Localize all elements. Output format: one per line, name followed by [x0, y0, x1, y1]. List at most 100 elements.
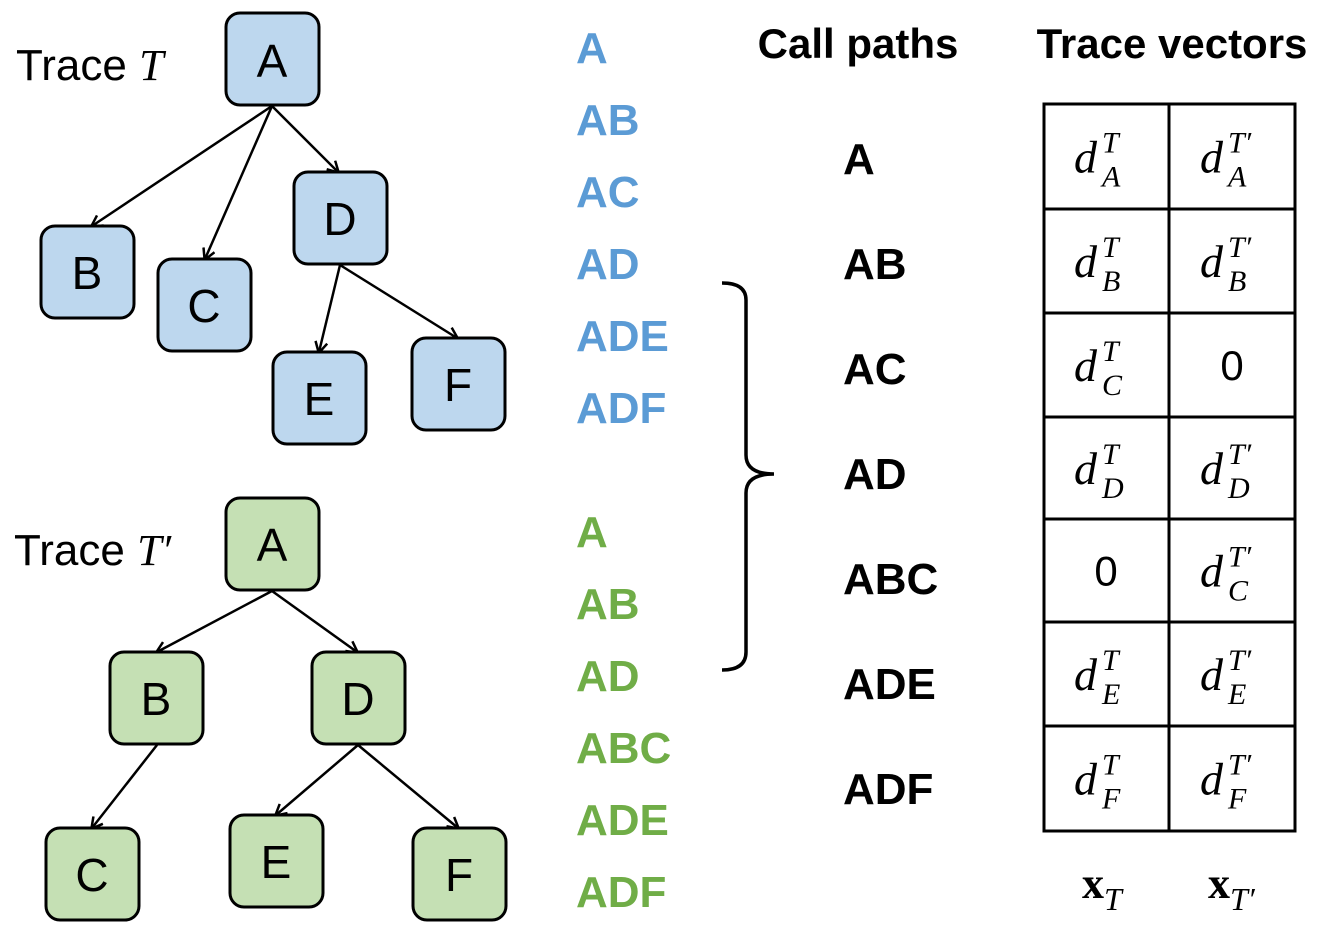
- trace-t-prime-node-f: F: [411, 826, 508, 922]
- path-item: ADF: [576, 384, 666, 433]
- svg-text:d: d: [1200, 754, 1224, 805]
- trace-t-path-list: A AB AC AD ADE ADF: [576, 24, 669, 433]
- call-path-item: AD: [843, 450, 907, 499]
- path-item: ADF: [576, 868, 666, 917]
- svg-text:F: F: [445, 849, 473, 901]
- path-item: ABC: [576, 724, 671, 773]
- vector-labels: xT xT′: [1082, 859, 1256, 917]
- svg-text:T′: T′: [1228, 438, 1252, 471]
- svg-text:D: D: [1101, 472, 1124, 505]
- svg-text:D: D: [323, 193, 356, 245]
- path-item: AD: [576, 652, 640, 701]
- svg-text:F: F: [1101, 783, 1121, 816]
- trace-t-prime-label: Trace T′: [14, 526, 173, 575]
- edge-d-f: [339, 263, 457, 338]
- svg-text:D: D: [341, 673, 374, 725]
- svg-text:T′: T′: [1228, 231, 1252, 264]
- trace-vector-label: xT′: [1208, 859, 1256, 917]
- svg-text:A: A: [257, 35, 288, 87]
- trace-vectors-header: Trace vectors: [1037, 20, 1308, 67]
- call-path-item: ADE: [843, 660, 936, 709]
- svg-text:D: D: [1227, 472, 1250, 505]
- svg-text:C: C: [187, 280, 220, 332]
- trace-t-node-d: D: [292, 170, 389, 266]
- table-cell-zero: 0: [1094, 548, 1117, 595]
- svg-text:T′: T′: [1228, 127, 1252, 160]
- edge-d-e-prime: [276, 744, 359, 815]
- call-path-item: AB: [843, 240, 907, 289]
- call-paths-column: A AB AC AD ABC ADE ADF: [843, 135, 938, 814]
- edge-d-f-prime: [357, 744, 458, 828]
- trace-t-prime-node-a: A: [224, 496, 321, 592]
- trace-vector-label: xT: [1082, 859, 1124, 917]
- table-cell-zero: 0: [1220, 342, 1243, 389]
- path-item: AB: [576, 96, 640, 145]
- svg-text:T: T: [1102, 644, 1121, 677]
- trace-t-label: Trace T: [16, 41, 167, 90]
- svg-text:d: d: [1074, 649, 1098, 700]
- svg-text:A: A: [1226, 161, 1247, 194]
- svg-text:T′: T′: [1228, 644, 1252, 677]
- svg-text:E: E: [304, 373, 335, 425]
- svg-text:d: d: [1074, 340, 1098, 391]
- call-path-item: A: [843, 135, 875, 184]
- trace-t-prime-path-list: A AB AD ABC ADE ADF: [576, 508, 671, 917]
- svg-text:E: E: [261, 836, 292, 888]
- svg-text:F: F: [444, 359, 472, 411]
- svg-text:T: T: [1102, 749, 1121, 782]
- path-item: AB: [576, 580, 640, 629]
- trace-t-node-e: E: [271, 350, 368, 446]
- trace-t-prime-edges: [92, 589, 458, 828]
- trace-t-prime-node-e: E: [228, 813, 325, 909]
- trace-t-prime-node-d: D: [310, 650, 407, 746]
- path-item: ADE: [576, 312, 669, 361]
- trace-t-nodes: A B C D E F: [39, 11, 507, 446]
- svg-text:T: T: [1102, 231, 1121, 264]
- path-item: A: [576, 508, 608, 557]
- merge-brace: [721, 281, 775, 672]
- trace-t-node-a: A: [224, 11, 321, 107]
- svg-text:d: d: [1074, 236, 1098, 287]
- edge-a-d-prime: [271, 589, 357, 652]
- call-path-item: ABC: [843, 555, 938, 604]
- call-path-item: AC: [843, 345, 907, 394]
- trace-t-prime-nodes: A B D C E F: [44, 496, 508, 922]
- svg-text:d: d: [1074, 754, 1098, 805]
- svg-text:T′: T′: [1228, 749, 1252, 782]
- path-item: ADE: [576, 796, 669, 845]
- svg-text:T: T: [1102, 335, 1121, 368]
- svg-text:T′: T′: [1228, 541, 1252, 574]
- svg-text:B: B: [1228, 265, 1246, 298]
- svg-text:C: C: [1228, 575, 1249, 608]
- svg-text:B: B: [72, 247, 103, 299]
- svg-text:F: F: [1227, 783, 1247, 816]
- svg-text:E: E: [1101, 678, 1120, 711]
- svg-text:A: A: [1100, 161, 1121, 194]
- path-item: AD: [576, 240, 640, 289]
- svg-text:d: d: [1200, 236, 1224, 287]
- path-item: A: [576, 24, 608, 73]
- svg-text:d: d: [1074, 132, 1098, 183]
- edge-a-d: [271, 105, 338, 172]
- svg-text:C: C: [75, 849, 108, 901]
- svg-text:d: d: [1200, 649, 1224, 700]
- svg-text:d: d: [1200, 132, 1224, 183]
- svg-text:A: A: [257, 519, 288, 571]
- trace-t-node-f: F: [410, 336, 507, 432]
- path-item: AC: [576, 168, 640, 217]
- trace-t-edges: [92, 104, 457, 352]
- edge-d-e: [319, 264, 342, 352]
- svg-text:d: d: [1200, 546, 1224, 597]
- svg-text:T: T: [1102, 127, 1121, 160]
- trace-t-node-b: B: [39, 224, 136, 320]
